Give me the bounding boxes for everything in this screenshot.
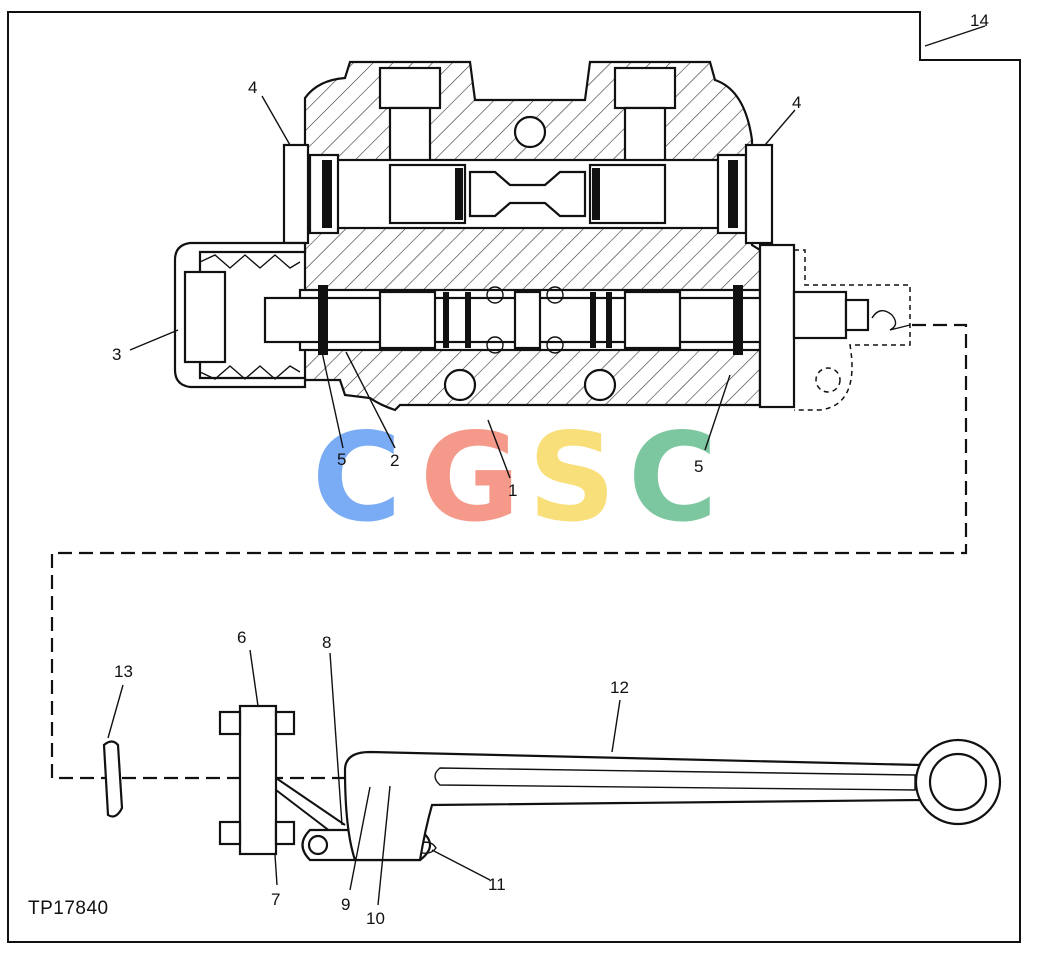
spool-land-1 [378, 290, 437, 350]
spring-seat [183, 270, 227, 364]
spring-coil-c [486, 336, 504, 354]
lever [343, 750, 922, 862]
end-nut-left [282, 143, 310, 245]
leader-lines [107, 25, 986, 906]
seal-poppet-right [592, 168, 600, 220]
spring-coil-d [546, 336, 564, 354]
spool-seal-d [606, 292, 612, 348]
callout-7: 7 [271, 890, 280, 909]
center-check [468, 170, 587, 218]
callout-9: 9 [341, 895, 350, 914]
centering-spring-bottom [199, 365, 301, 380]
callout-5-right: 5 [694, 457, 703, 476]
clevis-hole [815, 367, 841, 393]
callout-5-left: 5 [337, 450, 346, 469]
callout-13: 13 [114, 662, 133, 681]
spool-seal-b [465, 292, 471, 348]
sheet-border [7, 11, 1021, 943]
spring-cap [173, 241, 307, 389]
port-passage-right [623, 106, 667, 165]
callout-6: 6 [237, 628, 246, 647]
poppet-left [388, 163, 467, 225]
seal-upper-right [728, 160, 738, 228]
bolt-bottom-end [274, 820, 296, 846]
port-passage-left [388, 106, 432, 165]
top-port-right [613, 66, 677, 110]
centering-spring-top [199, 254, 301, 269]
callout-14: 14 [970, 11, 989, 30]
watermark-letter-3: S [528, 407, 616, 549]
wiper-seal-right [733, 285, 743, 355]
linkage-path [50, 323, 968, 780]
callout-11: 11 [488, 875, 506, 894]
clevis-pin-head [844, 298, 870, 332]
spool-land-2 [513, 290, 542, 350]
bolt-top-end [274, 710, 296, 736]
control-lever-assembly [102, 704, 1002, 862]
seal-upper-left [322, 160, 332, 228]
callout-8: 8 [322, 633, 331, 652]
control-valve-assembly [173, 60, 911, 412]
bolt-bottom [218, 820, 242, 846]
spring-coil-a [486, 286, 504, 304]
watermark-letter-2: G [420, 407, 520, 549]
watermark-letter-4: C [628, 407, 718, 549]
callout-1: 1 [508, 481, 517, 500]
callout-2: 2 [390, 451, 399, 470]
clevis-rod [792, 290, 848, 340]
callout-4-right: 4 [792, 93, 801, 112]
phantom-clevis [794, 249, 911, 411]
spool-seal-c [590, 292, 596, 348]
lever-handle-hole [928, 752, 988, 812]
spool-end-cap [758, 243, 796, 409]
wiper-seal-left [318, 285, 328, 355]
top-port-left [378, 66, 442, 110]
end-nut-right [744, 143, 774, 245]
link-pin-left [307, 834, 329, 856]
callout-12: 12 [610, 678, 629, 697]
mounting-bracket [238, 704, 278, 856]
spool-seal-a [443, 292, 449, 348]
core-hole-3 [583, 368, 617, 402]
cotter-clip [871, 310, 911, 331]
callouts: 14 4 4 3 5 2 1 5 6 8 13 12 11 7 9 10 [112, 11, 989, 928]
watermark-letter-1: C [312, 407, 402, 549]
watermark: C G S C [312, 407, 718, 549]
valve-housing [303, 60, 762, 412]
callout-10: 10 [366, 909, 385, 928]
bolt-top [218, 710, 242, 736]
seal-poppet-left [455, 168, 463, 220]
bracket-arm [275, 777, 346, 836]
core-hole-2 [443, 368, 477, 402]
figure-id: TP17840 [28, 898, 109, 919]
callout-3: 3 [112, 345, 121, 364]
core-hole-1 [513, 115, 547, 149]
spool-land-3 [623, 290, 682, 350]
spring-coil-b [546, 286, 564, 304]
poppet-right [588, 163, 667, 225]
dust-seal [102, 740, 124, 818]
lever-groove [434, 767, 916, 791]
callout-4-left: 4 [248, 78, 257, 97]
